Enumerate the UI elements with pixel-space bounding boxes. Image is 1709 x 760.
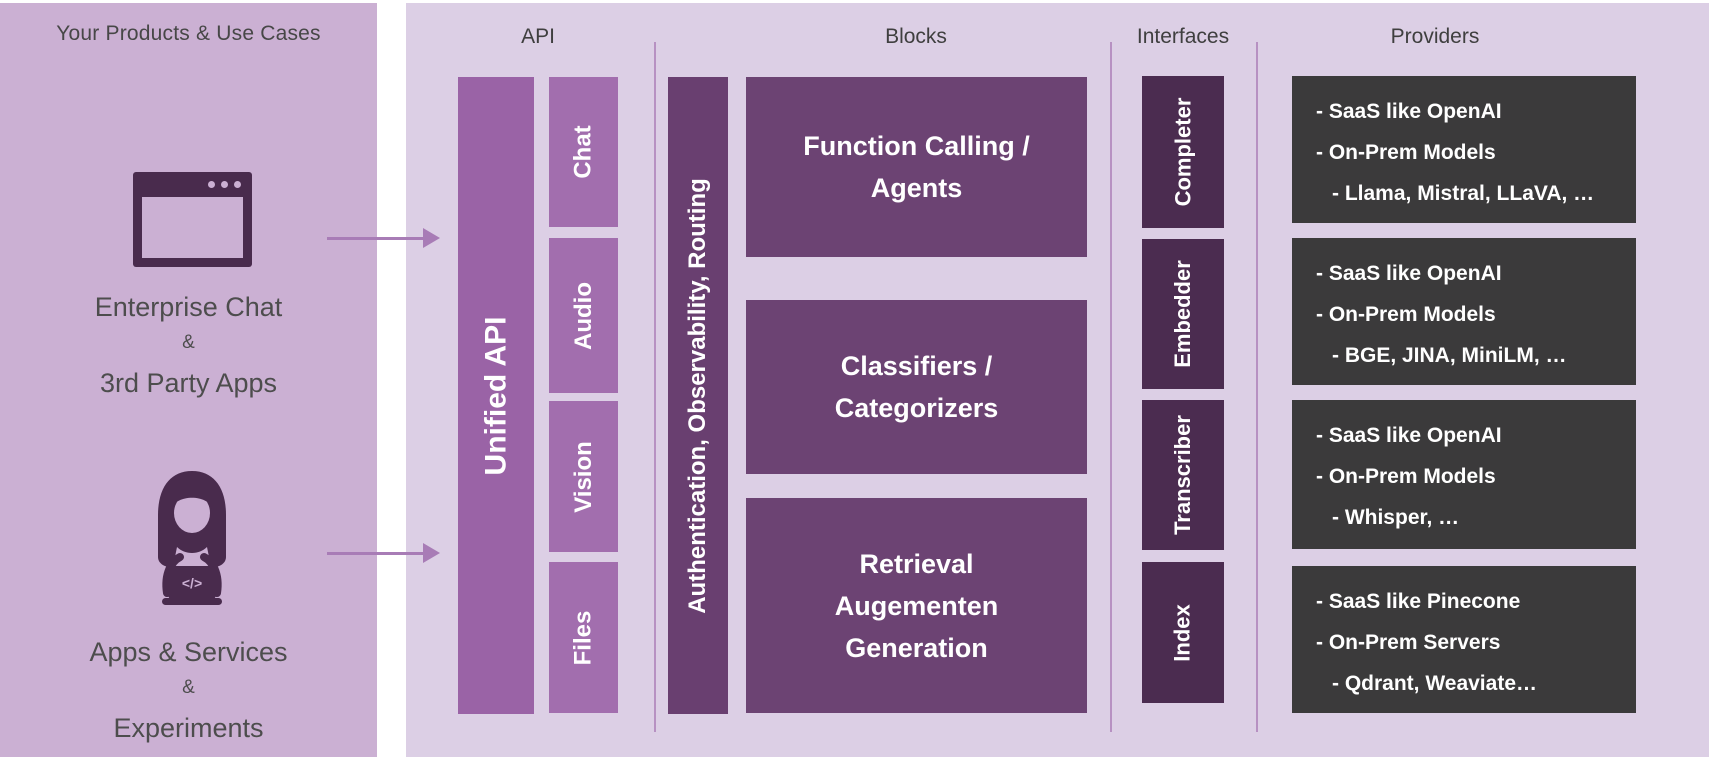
endpoint-audio: Audio — [549, 238, 618, 393]
ampersand-label: & — [182, 677, 195, 698]
section-divider — [654, 42, 656, 732]
interface-label: Completer — [1170, 97, 1196, 207]
browser-content-area — [142, 197, 243, 258]
right-arrow-icon — [327, 543, 440, 563]
experiments-label: Experiments — [113, 713, 264, 743]
providers-section-header: Providers — [1390, 25, 1480, 48]
apps-services-label: Apps & Services — [89, 637, 288, 667]
blocks-section-header: Blocks — [885, 25, 947, 48]
ampersand-label: & — [182, 332, 195, 353]
arrow-head — [423, 228, 440, 248]
code-glyph: </> — [182, 575, 202, 591]
unified-api-label: Unified API — [479, 316, 512, 475]
section-divider — [1110, 42, 1112, 732]
arrow-head — [423, 543, 440, 563]
products-panel-title: Your Products & Use Cases — [56, 22, 321, 45]
provider-line: - SaaS like Pinecone — [1316, 590, 1521, 613]
block-retrieval-augmented-generation: Retrieval Augementen Generation — [746, 498, 1087, 713]
provider-line: - Qdrant, Weaviate… — [1332, 672, 1537, 695]
provider-line: - SaaS like OpenAI — [1316, 100, 1502, 123]
block-line: Augementen — [834, 590, 999, 621]
provider-line: - Llama, Mistral, LLaVA, … — [1332, 182, 1595, 205]
browser-titlebar-dots — [208, 181, 241, 188]
block-line: Function Calling / — [803, 131, 1030, 161]
provider-line: - Whisper, … — [1332, 506, 1460, 529]
middleware-label: Authentication, Observability, Routing — [684, 177, 712, 614]
interface-label: Index — [1170, 603, 1195, 662]
api-section-header: API — [521, 25, 555, 48]
architecture-panel: API Blocks Interfaces Providers Unified … — [406, 3, 1709, 757]
middleware-bar: Authentication, Observability, Routing — [668, 77, 728, 714]
interface-label: Embedder — [1170, 260, 1195, 368]
provider-card-index: - SaaS like Pinecone - On-Prem Servers -… — [1292, 566, 1636, 713]
interface-index: Index — [1142, 562, 1224, 703]
block-line: Retrieval — [859, 548, 974, 579]
developer-at-laptop-icon: </> — [158, 471, 226, 605]
third-party-apps-label: 3rd Party Apps — [99, 368, 278, 398]
block-function-calling-agents: Function Calling / Agents — [746, 77, 1087, 257]
browser-window-icon — [133, 172, 252, 267]
endpoint-vision: Vision — [549, 401, 618, 552]
dot-icon — [221, 181, 228, 188]
provider-line: - SaaS like OpenAI — [1316, 424, 1502, 447]
endpoint-label: Vision — [569, 440, 597, 513]
arrow-shaft — [327, 551, 425, 555]
provider-card-embedder: - SaaS like OpenAI - On-Prem Models - BG… — [1292, 238, 1636, 385]
interface-transcriber: Transcriber — [1142, 400, 1224, 550]
enterprise-chat-label: Enterprise Chat — [94, 292, 283, 322]
interface-completer: Completer — [1142, 76, 1224, 228]
endpoint-files: Files — [549, 562, 618, 713]
provider-line: - SaaS like OpenAI — [1316, 262, 1502, 285]
dot-icon — [234, 181, 241, 188]
block-line: Generation — [845, 632, 988, 663]
interface-embedder: Embedder — [1142, 239, 1224, 389]
provider-line: - On-Prem Models — [1316, 141, 1496, 164]
provider-line: - BGE, JINA, MiniLM, … — [1332, 344, 1567, 367]
provider-line: - On-Prem Models — [1316, 465, 1496, 488]
block-line: Classifiers / — [840, 351, 993, 381]
block-classifiers-categorizers: Classifiers / Categorizers — [746, 300, 1087, 474]
unified-api-bar: Unified API — [458, 77, 534, 714]
arrow-shaft — [327, 236, 425, 240]
endpoint-chat: Chat — [549, 77, 618, 227]
section-divider — [1256, 42, 1258, 732]
endpoint-label: Files — [569, 610, 597, 665]
products-panel: Your Products & Use Cases Enterprise Cha… — [0, 3, 377, 757]
endpoint-label: Audio — [569, 281, 597, 350]
interfaces-section-header: Interfaces — [1136, 25, 1230, 48]
dot-icon — [208, 181, 215, 188]
provider-line: - On-Prem Models — [1316, 303, 1496, 326]
provider-card-transcriber: - SaaS like OpenAI - On-Prem Models - Wh… — [1292, 400, 1636, 549]
block-line: Agents — [870, 173, 963, 203]
provider-line: - On-Prem Servers — [1316, 631, 1501, 654]
right-arrow-icon — [327, 228, 440, 248]
endpoint-label: Chat — [569, 125, 597, 179]
provider-card-completer: - SaaS like OpenAI - On-Prem Models - Ll… — [1292, 76, 1636, 223]
block-line: Categorizers — [834, 393, 999, 423]
interface-label: Transcriber — [1170, 415, 1195, 535]
